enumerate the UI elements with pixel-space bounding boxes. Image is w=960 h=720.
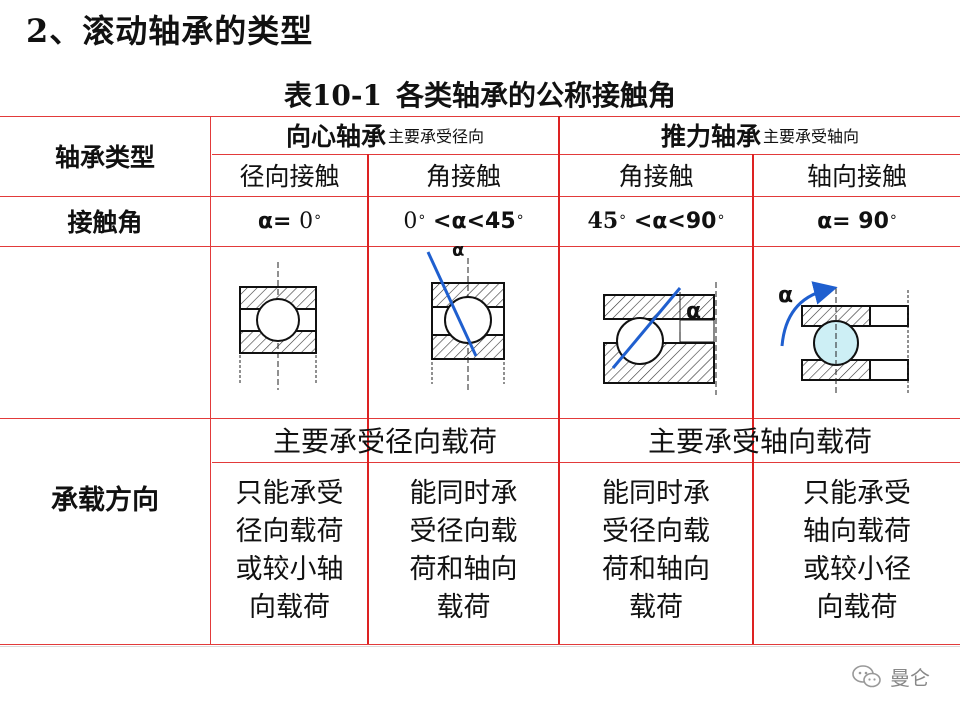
grid-line — [0, 418, 960, 419]
grid-line — [0, 644, 960, 645]
alpha-label: α — [778, 283, 793, 308]
grid-line — [212, 154, 960, 155]
load-text-line: 只能承受 — [803, 478, 911, 509]
watermark-text: 曼仑 — [890, 666, 930, 690]
degree-sign: ° — [314, 213, 322, 229]
load-text-line: 载荷 — [629, 592, 683, 623]
load-text-line: 轴向载荷 — [803, 516, 911, 547]
angle-number: 0 — [299, 208, 314, 234]
grid-line — [0, 116, 960, 117]
load-text-line: 荷和轴向 — [602, 554, 710, 585]
bearing-type-label: 轴承类型 — [54, 143, 155, 172]
load-text-line: 载荷 — [436, 592, 491, 623]
load-text-line: 径向载荷 — [235, 516, 344, 547]
contact-angle-label: 接触角 — [67, 208, 143, 237]
angle-number: 90 — [685, 208, 717, 234]
load-direction-label: 承载方向 — [51, 484, 159, 516]
table-caption: 表10-1 各类轴承的公称接触角 — [0, 74, 960, 114]
load-text-line: 能同时承 — [409, 478, 518, 509]
angle-operator: α= — [817, 208, 851, 234]
contact-angle-value: α= 0° — [212, 196, 367, 246]
column-radial-contact: 径向接触 — [239, 162, 340, 191]
axial-contact-bearing-diagram: α — [778, 281, 909, 395]
column-angular-contact-thrust: 角接触 — [618, 162, 694, 191]
radial-bearing-title: 向心轴承 — [285, 122, 386, 151]
grid-line — [0, 246, 960, 247]
degree-sign: ° — [619, 213, 627, 229]
alpha-label: α — [686, 299, 701, 324]
wechat-icon — [852, 664, 881, 687]
column-angular-contact: 角接触 — [425, 162, 501, 191]
angle-operator: α= — [257, 208, 292, 234]
load-text-line: 或较小轴 — [235, 554, 344, 585]
grid-line — [210, 116, 211, 644]
table-number: 表10-1 — [283, 79, 383, 112]
grid-line — [212, 462, 960, 463]
load-text-line: 受径向载 — [602, 516, 710, 547]
contact-angle-value: 0° <α<45° — [369, 196, 558, 246]
axial-load-heading: 主要承受轴向载荷 — [647, 425, 872, 458]
angular-contact-thrust-bearing-diagram: α — [603, 282, 717, 395]
load-text-line: 受径向载 — [409, 516, 518, 547]
thrust-bearing-note: 主要承受轴向 — [763, 127, 860, 146]
load-text-line: 向载荷 — [816, 592, 898, 623]
grid-line — [752, 154, 754, 644]
angle-number: 45 — [587, 208, 619, 234]
radial-bearing-header: 向心轴承主要承受径向 — [212, 116, 558, 154]
load-description: 能同时承 受径向载 荷和轴向 载荷 — [369, 466, 558, 636]
radial-contact-bearing-diagram — [239, 262, 317, 390]
degree-sign: ° — [516, 213, 524, 229]
degree-sign: ° — [418, 213, 426, 229]
footer-divider — [0, 646, 960, 647]
watermark: 曼仑 — [852, 662, 930, 691]
radial-bearing-note: 主要承受径向 — [388, 127, 485, 146]
angle-number: 0 — [403, 208, 418, 234]
degree-sign: ° — [889, 213, 897, 229]
thrust-bearing-header: 推力轴承主要承受轴向 — [560, 116, 960, 154]
thrust-bearing-title: 推力轴承 — [660, 122, 761, 151]
load-text-line: 能同时承 — [602, 478, 710, 509]
load-text-line: 或较小径 — [803, 554, 911, 585]
load-text-line: 荷和轴向 — [409, 554, 518, 585]
load-description: 只能承受 轴向载荷 或较小径 向载荷 — [754, 466, 960, 636]
page-heading: 2、滚动轴承的类型 — [26, 12, 314, 50]
degree-sign: ° — [717, 213, 725, 229]
angle-number: 90 — [858, 208, 889, 234]
table-title: 各类轴承的公称接触角 — [396, 79, 677, 112]
angle-operator: <α< — [633, 208, 686, 234]
load-text-line: 只能承受 — [235, 478, 344, 509]
radial-load-heading: 主要承受径向载荷 — [272, 425, 497, 458]
angular-contact-bearing-diagram: α — [426, 240, 505, 390]
grid-line — [367, 154, 369, 644]
contact-angle-value: α= 90° — [754, 196, 960, 246]
angle-operator: <α< — [433, 208, 486, 234]
load-text-line: 向载荷 — [249, 592, 330, 623]
load-description: 只能承受 径向载荷 或较小轴 向载荷 — [212, 466, 367, 636]
load-description: 能同时承 受径向载 荷和轴向 载荷 — [560, 466, 752, 636]
column-axial-contact: 轴向接触 — [806, 162, 907, 191]
grid-line — [0, 196, 960, 197]
grid-line — [558, 116, 560, 644]
contact-angle-value: 45° <α<90° — [560, 196, 752, 246]
angle-number: 45 — [485, 208, 516, 234]
